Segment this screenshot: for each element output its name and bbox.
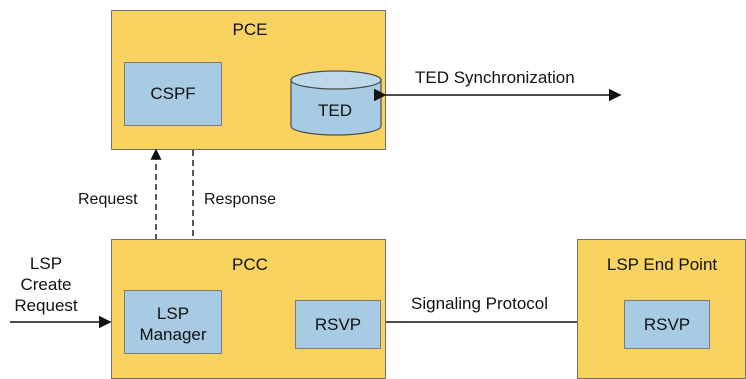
pcc-title: PCC	[232, 255, 268, 274]
lsp-create-request-line-3: Request	[14, 296, 78, 315]
lsp-manager-label-line-1: LSP	[156, 304, 190, 323]
ted-database-icon	[290, 70, 382, 136]
signaling-protocol-label: Signaling Protocol	[411, 294, 549, 313]
ted-label: TED	[318, 101, 352, 120]
lsp-manager-box	[124, 290, 222, 354]
lsp-create-request-line-2: Create	[20, 275, 72, 294]
lsp-end-point-title: LSP End Point	[606, 255, 718, 274]
lsp-create-request-line-1: LSP	[29, 254, 63, 273]
endpoint-rsvp-box	[624, 300, 710, 349]
endpoint-rsvp-label: RSVP	[643, 315, 691, 334]
cspf-box	[124, 62, 222, 126]
request-label: Request	[78, 191, 138, 208]
ted-synchronization-label: TED Synchronization	[415, 68, 575, 87]
pcc-rsvp-label: RSVP	[314, 315, 362, 334]
pce-title: PCE	[232, 20, 268, 39]
pcc-rsvp-box	[295, 300, 381, 349]
response-label: Response	[204, 191, 277, 208]
lsp-manager-label-line-2: Manager	[139, 325, 207, 344]
cspf-label: CSPF	[150, 84, 196, 103]
